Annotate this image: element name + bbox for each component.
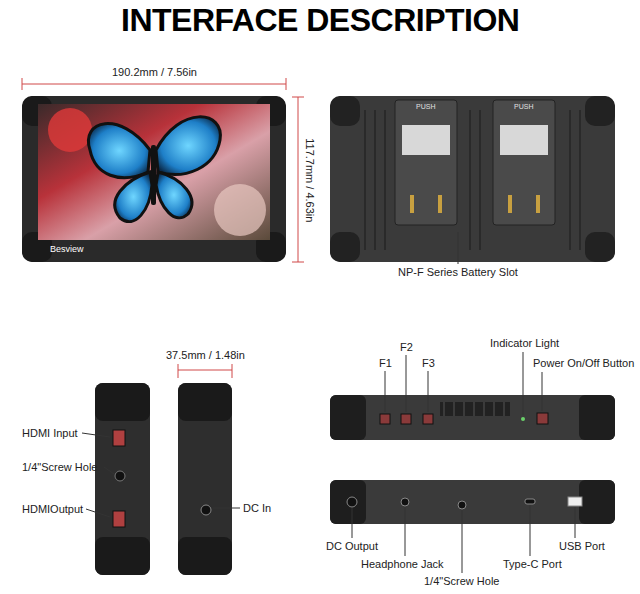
part-label: Power On/Off Button: [533, 357, 634, 370]
part-label: F3: [422, 357, 435, 370]
part-label: F2: [400, 341, 413, 354]
dimension: 37.5mm / 1.48in: [166, 349, 245, 362]
plate-marking: PUSH: [514, 103, 533, 111]
part-label: USB Port: [559, 540, 605, 553]
part-label: DC Output: [326, 540, 378, 553]
part-label: NP-F Series Battery Slot: [398, 266, 518, 279]
part-label: DC In: [243, 502, 271, 515]
part-label: 1/4"Screw Hole: [424, 575, 499, 588]
part-label: Indicator Light: [490, 337, 559, 350]
part-label: 1/4"Screw Hole: [22, 461, 97, 474]
brand-logo: Besview: [50, 244, 84, 254]
plate-marking: PUSH: [416, 103, 435, 111]
page-title: INTERFACE DESCRIPTION: [121, 4, 519, 36]
dimension: 190.2mm / 7.56in: [112, 66, 197, 79]
part-label: Type-C Port: [503, 558, 562, 571]
part-label: Headphone Jack: [361, 558, 444, 571]
dimension: 117.7mm / 4.63in: [304, 138, 317, 222]
part-label: HDMIOutput: [22, 503, 83, 516]
part-label: HDMI Input: [22, 427, 78, 440]
part-label: F1: [379, 357, 392, 370]
